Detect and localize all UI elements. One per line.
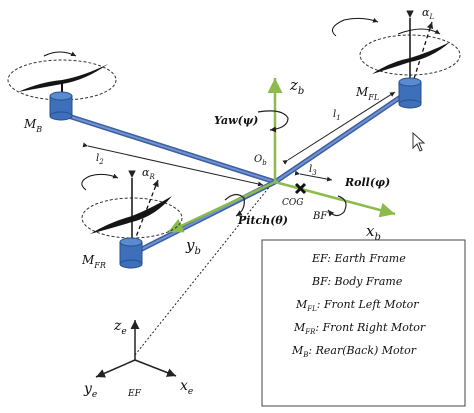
dimension-arrows [82,91,396,187]
earth-frame-axes [95,320,177,378]
motor-front-right [81,170,183,269]
propeller-front-left [372,42,450,74]
motor-fr-label: MFR [81,253,106,270]
yb-axis [167,180,276,234]
propeller-rear-rotation-icon [43,51,77,57]
ef-label: EF [127,389,142,399]
legend-bf: BF: Body Frame [311,275,403,288]
propeller-rear [18,64,108,92]
alpha-r-label: αR [142,166,155,181]
pitch-label: Pitch(θ) [237,214,288,227]
yaw-rotation-arrow [257,110,289,133]
bf-label: BF [312,211,328,222]
xe-axis [134,359,177,377]
propeller-front-right-rotation-icon [81,173,119,191]
propeller-front-right [90,196,172,234]
ye-axis [95,359,136,378]
ze-label: ze [113,318,127,337]
l2-dimension [82,142,264,187]
body-frame-axes [167,78,396,234]
l2-label: l2 [96,153,104,166]
xb-label: xb [366,222,381,243]
alpha-l-label: αL [422,6,434,21]
legend-box: EF: Earth Frame BF: Body Frame MFL: Fron… [261,239,466,407]
roll-label: Roll(φ) [344,176,390,189]
cog-marker [294,182,307,195]
motor-fl-label: MFL [355,85,379,102]
l1-dimension [282,91,396,165]
pitch-rotation-arrow [224,193,245,217]
zb-label: zb [289,76,304,97]
legend-mfr: MFR: Front Right Motor [293,321,426,336]
mouse-cursor-icon [412,131,426,152]
ye-label: ye [83,381,97,400]
legend-mb: MB: Rear(Back) Motor [291,344,417,359]
l3-dimension [294,170,333,182]
roll-rotation-arrow [327,195,347,217]
motor-rear [7,59,117,121]
rotation-arrows [224,110,347,217]
diagram-labels: zb xb yb Ob Yaw(ψ) Roll(φ) Pitch(θ) COG … [23,6,434,400]
ob-label: Ob [254,154,267,167]
ef-to-bf-line [134,185,271,356]
legend-mfl: MFL: Front Left Motor [295,298,419,313]
yaw-label: Yaw(ψ) [214,114,258,127]
yb-label: yb [185,236,201,257]
legend-ef: EF: Earth Frame [311,252,406,265]
l3-label: l3 [309,164,317,177]
propeller-front-left-rotation-icon [331,17,379,37]
xb-axis [274,180,396,218]
motor-front-left [359,10,461,109]
l1-label: l1 [333,109,341,122]
cog-label: COG [282,198,303,208]
xe-label: xe [180,378,193,397]
motor-b-label: MB [23,117,42,134]
